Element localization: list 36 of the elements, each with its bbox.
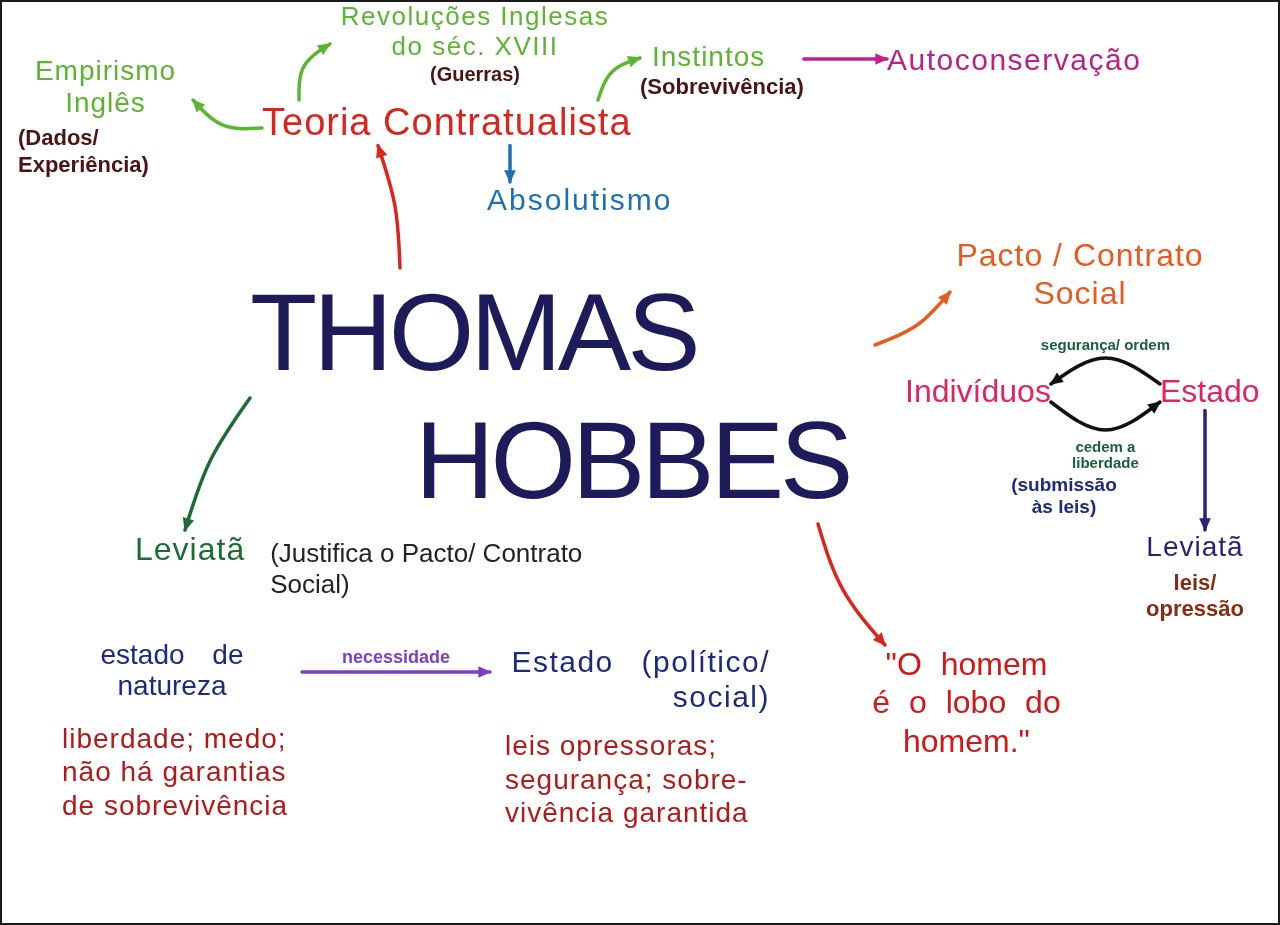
arrow: [300, 666, 492, 678]
arrow: [802, 53, 889, 65]
topic-label: Leviatã: [135, 530, 246, 569]
note-text: (Sobrevivência): [640, 73, 804, 100]
note-text: (submissão às leis): [1010, 474, 1118, 518]
arrow: [297, 42, 332, 102]
arrow: [816, 522, 887, 647]
topic-label: Empirismo Inglês: [33, 55, 178, 120]
note-text: (Justifica o Pacto/ Contrato Social): [270, 538, 584, 601]
arrow: [1199, 408, 1211, 532]
topic-label: Leviatã: [1145, 530, 1245, 564]
topic-label: Absolutismo: [487, 182, 673, 218]
topic-label: Teoria Contratualista: [262, 100, 632, 146]
arrow: [873, 290, 952, 347]
central-title: THOMAS HOBBES: [250, 268, 875, 524]
note-text: leis opressoras; segurança; sobre- vivência garantida: [505, 729, 750, 830]
arrow: [1049, 356, 1162, 386]
topic-label: Instintos: [651, 40, 767, 74]
topic-label: Autoconservação: [887, 42, 1142, 78]
note-text: (Guerras): [429, 61, 521, 86]
arrow: [182, 396, 252, 532]
topic-label: Estado (político/ social): [510, 645, 770, 714]
arrow: [504, 143, 516, 184]
arrow: [191, 98, 264, 131]
topic-label: Indivíduos: [905, 372, 1051, 411]
arrow: [596, 56, 642, 102]
topic-label: estado de natureza: [99, 640, 245, 702]
note-text: leis/ opressão: [1145, 569, 1245, 623]
arrow: [1049, 400, 1162, 432]
topic-label: Estado: [1160, 372, 1260, 411]
note-text: (Dados/ Experiência): [18, 125, 150, 179]
topic-label: Pacto / Contrato Social: [950, 236, 1210, 313]
quote-text: "O homem é o lobo do homem.": [870, 645, 1063, 761]
topic-label: Revoluções Inglesas do séc. XVIII: [339, 2, 611, 62]
note-text: liberdade; medo; não há garantias de sobrevivência: [62, 721, 290, 823]
arrow: [376, 143, 402, 270]
